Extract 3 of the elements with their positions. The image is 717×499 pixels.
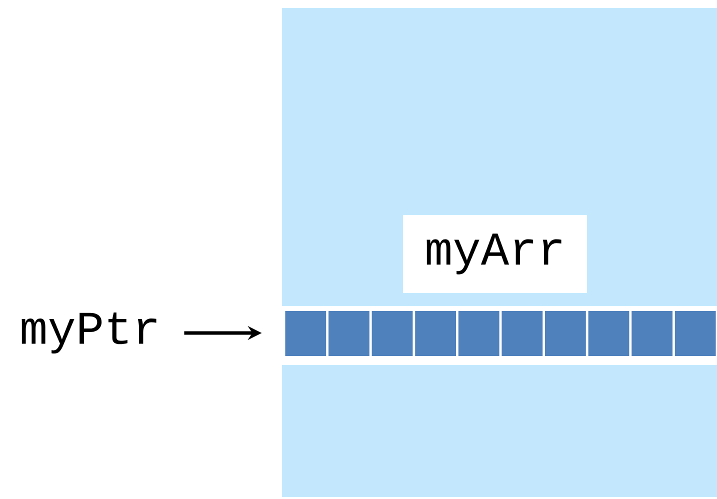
array-cells xyxy=(282,306,717,365)
label-box: myArr xyxy=(403,215,587,293)
pointer-label: myPtr xyxy=(22,312,156,354)
